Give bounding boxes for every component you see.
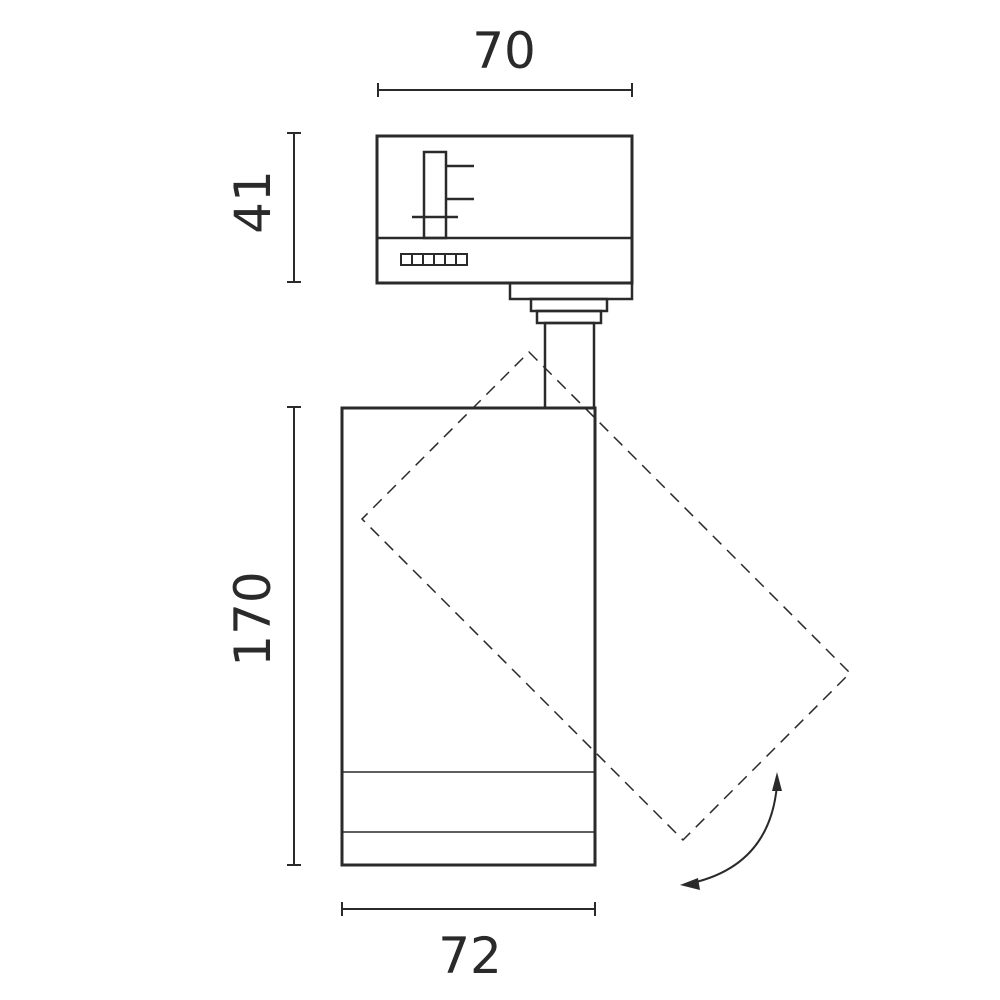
dimension-body-width: 72 <box>341 902 596 985</box>
dimension-body-width-label: 72 <box>438 927 502 985</box>
mount-stem <box>529 297 609 410</box>
dimension-top-width-label: 70 <box>472 22 536 80</box>
arrowhead-up <box>772 772 782 791</box>
dimension-body-height: 170 <box>224 406 301 866</box>
dimension-adapter-height-label: 41 <box>224 170 282 234</box>
tilted-lamp-outline <box>360 350 852 842</box>
dimension-top-width: 70 <box>377 22 633 97</box>
lamp-body <box>340 406 597 867</box>
track-adapter <box>375 134 634 301</box>
arrowhead-left <box>680 878 700 890</box>
terminal-strip <box>400 253 468 266</box>
dimension-body-height-label: 170 <box>224 571 282 666</box>
rotation-arrow <box>680 772 782 890</box>
dimension-adapter-height: 41 <box>224 132 301 283</box>
